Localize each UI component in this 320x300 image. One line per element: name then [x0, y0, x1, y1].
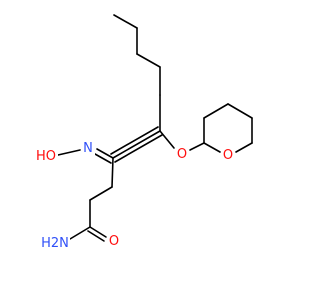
atom-label-bg — [34, 148, 58, 164]
bond-alkyne-3 — [114, 134, 163, 163]
bond-pentyl-1 — [113, 14, 138, 29]
ether-oxygen-label: O — [177, 147, 187, 162]
bond-c4-c3 — [111, 157, 114, 188]
bond-ring-6 — [203, 142, 221, 153]
bond-ring-5 — [235, 142, 253, 153]
bond-amide-carbonyl-2 — [87, 230, 105, 242]
bond-alkyne-1 — [112, 130, 161, 159]
atom-label-bg — [175, 146, 189, 162]
bond-oxime-double-2 — [94, 153, 112, 164]
bond-oxime-double-1 — [96, 148, 114, 159]
amide-nitrogen-group: H2N — [40, 235, 70, 251]
atom-label-bg — [40, 235, 70, 251]
oxime-nitrogen-label: N — [83, 141, 93, 156]
bond-c7-ether-oxygen — [159, 130, 175, 149]
bond-alkyne-2 — [110, 126, 159, 155]
oxime-nitrogen-group: N — [81, 140, 95, 156]
atom-label-bg — [107, 233, 121, 249]
amide-oxygen-group: O — [107, 233, 121, 249]
atom-label-bg — [81, 140, 95, 156]
atom-label-bg — [221, 147, 235, 163]
bond-pentyl-3 — [136, 53, 161, 68]
hydroxyl-group: HO — [34, 148, 58, 164]
bond-n-oh — [57, 149, 81, 156]
bond-amide-c-n — [69, 226, 91, 240]
chemical-structure-diagram: HO N O O O H2N — [34, 14, 253, 251]
bond-amide-carbonyl-1 — [89, 226, 107, 238]
ether-oxygen-group: O — [175, 146, 189, 162]
amide-nitrogen-label: H2N — [41, 236, 69, 251]
ring-oxygen-label: O — [223, 148, 233, 163]
bond-ether-oxygen-ring — [189, 142, 205, 151]
bond-group — [57, 14, 253, 242]
amide-oxygen-label: O — [109, 234, 119, 249]
ring-oxygen-group: O — [221, 147, 235, 163]
hydroxyl-oxygen-label: HO — [36, 149, 56, 164]
bond-c3-c2 — [89, 186, 113, 201]
bond-ring-2 — [203, 103, 229, 119]
bond-ring-3 — [227, 103, 253, 119]
atom-label-group: HO N O O O H2N — [34, 140, 235, 251]
